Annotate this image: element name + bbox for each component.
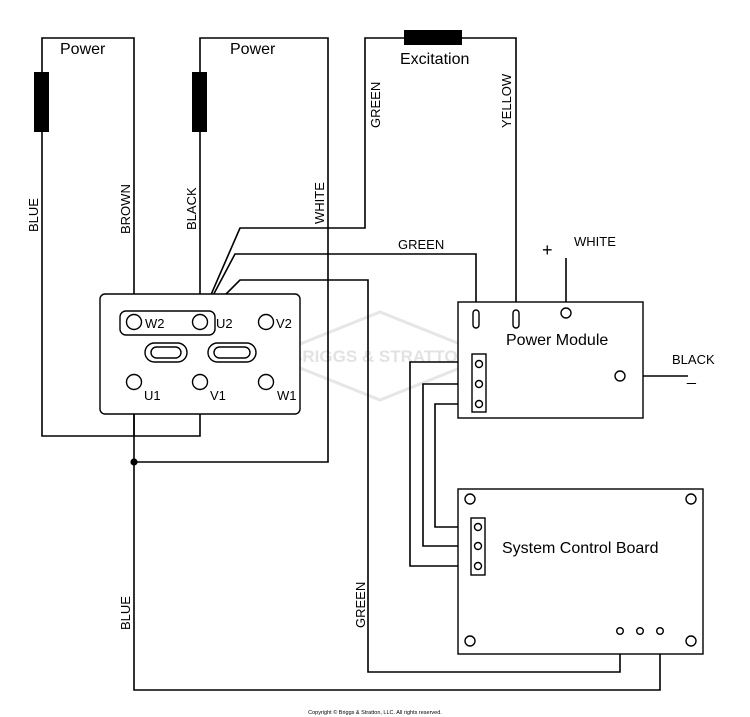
brand-watermark: BRIGGS & STRATTON	[265, 310, 495, 402]
label-w2: W2	[145, 316, 165, 331]
wire-blue-lower	[133, 378, 661, 691]
pm-connector-pin-2	[474, 379, 484, 389]
wire-ribbon-3	[434, 403, 476, 528]
label-u2: U2	[216, 316, 233, 331]
scb-mount-hole-bl	[464, 635, 476, 647]
label-white-pm: WHITE	[574, 234, 616, 249]
scb-terminal-1	[616, 627, 625, 636]
terminal-w1	[257, 373, 275, 391]
label-minus: _	[686, 368, 697, 385]
label-plus: +	[542, 240, 553, 260]
terminal-v1	[191, 373, 209, 391]
label-power-left: Power	[60, 41, 106, 58]
link-bar-right-inner	[213, 346, 251, 359]
label-brown: BROWN	[118, 184, 133, 234]
scb-connector-pin-1	[473, 522, 483, 532]
pm-terminal-black	[614, 370, 626, 382]
label-blue-lower: BLUE	[118, 596, 133, 630]
bridge-w2-u2	[119, 310, 216, 336]
scb-terminal-2	[636, 627, 645, 636]
junction-dot	[130, 458, 138, 466]
coil-left	[34, 72, 49, 132]
label-green-mid: GREEN	[398, 237, 444, 252]
label-black-wire: BLACK	[184, 187, 199, 230]
link-bar-left-inner	[150, 346, 182, 359]
label-w1: W1	[277, 388, 297, 403]
scb-terminal-3	[656, 627, 665, 636]
label-blue-left: BLUE	[26, 198, 41, 232]
pm-connector-pin-1	[474, 359, 484, 369]
pm-terminal-green	[472, 309, 480, 329]
scb-mount-hole-tr	[685, 493, 697, 505]
copyright-text: Copyright © Briggs & Stratton, LLC. All …	[308, 709, 442, 716]
label-black-pm: BLACK	[672, 352, 715, 367]
terminal-u2	[191, 313, 209, 331]
control-board-title: System Control Board	[502, 540, 659, 557]
wire-green-pm	[199, 253, 477, 321]
label-v2: V2	[276, 316, 292, 331]
label-white-wire: WHITE	[312, 182, 327, 224]
scb-mount-hole-br	[685, 635, 697, 647]
wire-green-excitation	[199, 37, 517, 321]
label-excitation: Excitation	[400, 51, 469, 68]
power-module-title: Power Module	[506, 332, 608, 349]
terminal-v2	[257, 313, 275, 331]
label-v1: V1	[210, 388, 226, 403]
label-green-lower: GREEN	[353, 582, 368, 628]
terminal-u1	[125, 373, 143, 391]
wire-ribbon-2	[422, 383, 476, 547]
wire-ribbon-1	[409, 361, 476, 567]
scb-connector-pin-2	[473, 541, 483, 551]
wire-green-lower	[199, 279, 621, 673]
coil-excitation	[404, 30, 462, 45]
system-control-board	[457, 488, 704, 655]
scb-connector-pin-3	[473, 561, 483, 571]
terminal-w2	[125, 313, 143, 331]
power-module	[457, 301, 644, 419]
label-u1: U1	[144, 388, 161, 403]
pm-connector-pin-3	[474, 399, 484, 409]
coil-right	[192, 72, 207, 132]
pm-terminal-white	[560, 307, 572, 319]
watermark-text: BRIGGS & STRATTON	[290, 347, 470, 366]
pm-terminal-yellow	[512, 309, 520, 329]
label-green-top: GREEN	[368, 82, 383, 128]
label-power-right: Power	[230, 41, 276, 58]
label-yellow: YELLOW	[499, 73, 514, 128]
scb-mount-hole-tl	[464, 493, 476, 505]
